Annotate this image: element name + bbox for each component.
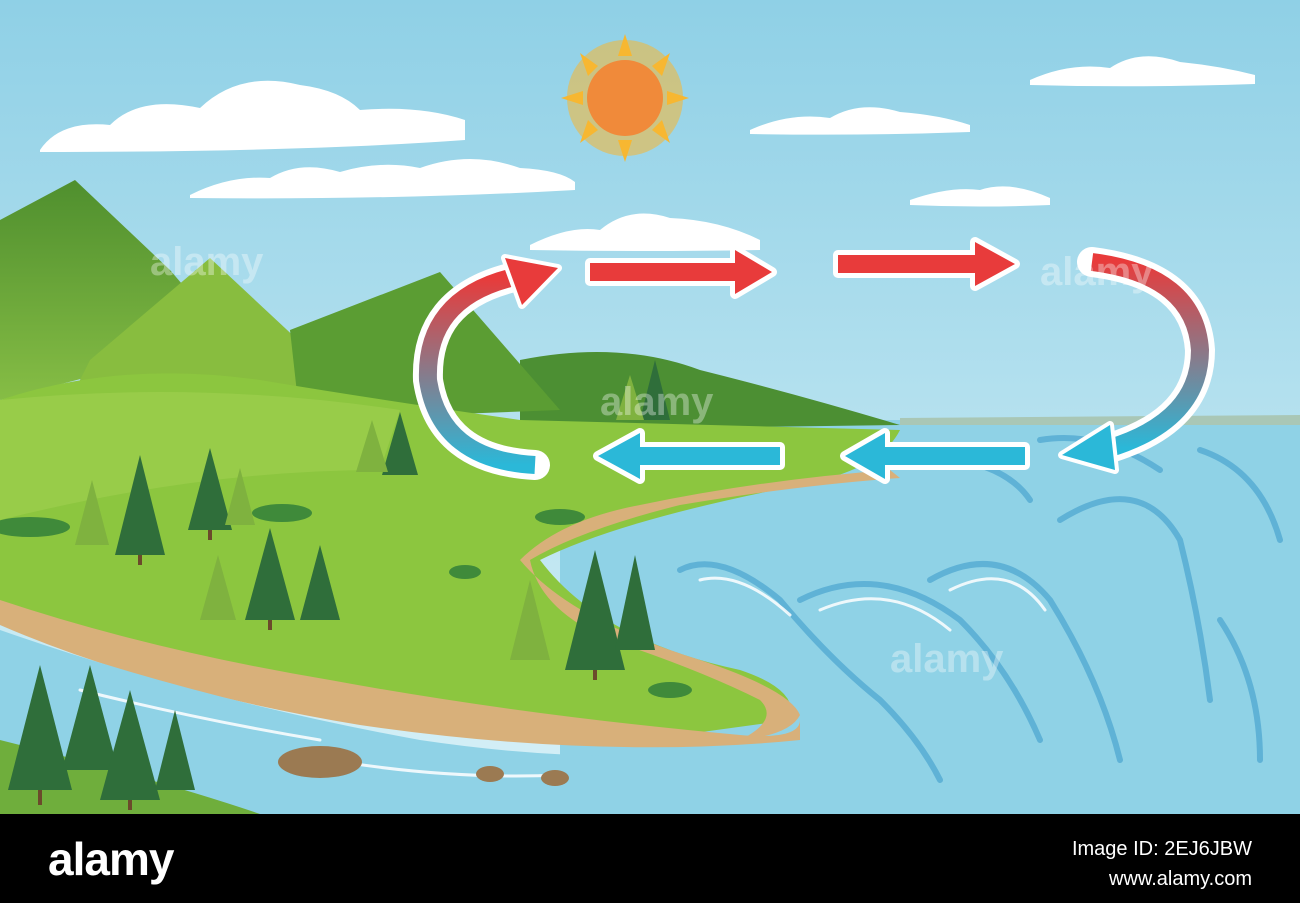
- svg-text:alamy: alamy: [1040, 250, 1154, 294]
- rocks: [278, 746, 569, 786]
- image-meta: Image ID: 2EJ6JBW www.alamy.com: [1072, 834, 1252, 894]
- arrow-right-1: [585, 245, 777, 299]
- image-id: Image ID: 2EJ6JBW: [1071, 838, 1252, 860]
- footer-bar: alamy Image ID: 2EJ6JBW www.alamy.com: [0, 814, 1300, 903]
- trees: [8, 360, 670, 810]
- back-hill: [520, 352, 900, 430]
- watermark: alamy alamy alamy alamy: [150, 240, 1154, 681]
- svg-text:alamy: alamy: [600, 380, 714, 424]
- arrow-curve-right: [1058, 247, 1216, 474]
- clouds: [40, 56, 1255, 251]
- sun-icon: [561, 34, 689, 162]
- evaporation-arrows: [412, 237, 1216, 480]
- arrow-left-1: [840, 428, 1030, 484]
- arrow-right-2: [833, 237, 1020, 291]
- waves: [677, 435, 1283, 783]
- water-cycle-illustration: alamy alamy alamy alamy: [0, 0, 1300, 814]
- bushes: [0, 504, 692, 698]
- river: [0, 630, 800, 814]
- return-arrows: [593, 428, 1030, 484]
- site-url: www.alamy.com: [1109, 868, 1252, 890]
- svg-text:alamy: alamy: [150, 240, 264, 284]
- svg-text:alamy: alamy: [890, 637, 1004, 681]
- brand-logo: alamy: [48, 833, 174, 885]
- arrow-left-2: [593, 428, 785, 484]
- arrow-curve-left: [412, 254, 562, 480]
